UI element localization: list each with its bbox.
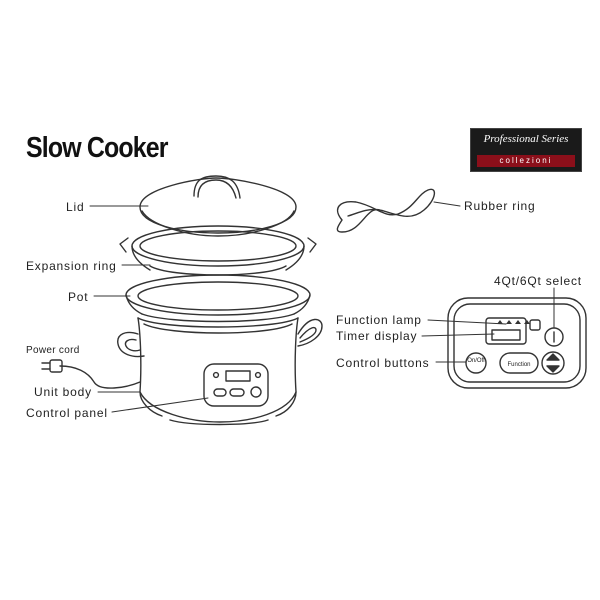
detail-control-panel-illustration [447,297,587,389]
leader-function-lamp [427,319,507,325]
label-unit-body: Unit body [34,385,92,399]
function-lamps [497,320,530,324]
panel-onoff-label: On/Off [467,358,485,364]
body-control-panel-illustration [203,363,269,407]
panel-function-label: Function [507,362,530,368]
label-control-panel: Control panel [26,406,108,420]
page-title: Slow Cooker [26,132,168,164]
unit-body-illustration [117,317,323,426]
power-cord-illustration [41,359,141,389]
label-pot: Pot [68,290,89,304]
logo-brand-text: Professional Series [483,133,569,145]
logo-sub-text: collezioni [477,155,575,167]
label-rubber-ring: Rubber ring [464,199,536,213]
label-timer-display: Timer display [336,329,418,343]
label-function-lamp: Function lamp [336,313,422,327]
brand-logo: Professional Series collezioni [470,128,582,172]
label-control-buttons: Control buttons [336,356,430,370]
label-expansion-ring: Expansion ring [26,259,117,273]
label-power-cord: Power cord [26,345,80,356]
label-size-select: 4Qt/6Qt select [494,274,582,288]
leader-timer-display [421,333,495,337]
leader-rubber-ring [433,201,461,207]
leader-lines [89,201,555,413]
label-lid: Lid [66,200,85,214]
leader-control-panel [111,397,209,413]
lid-illustration [139,175,297,237]
pot-illustration [125,274,311,323]
rubber-ring-illustration [336,188,435,233]
